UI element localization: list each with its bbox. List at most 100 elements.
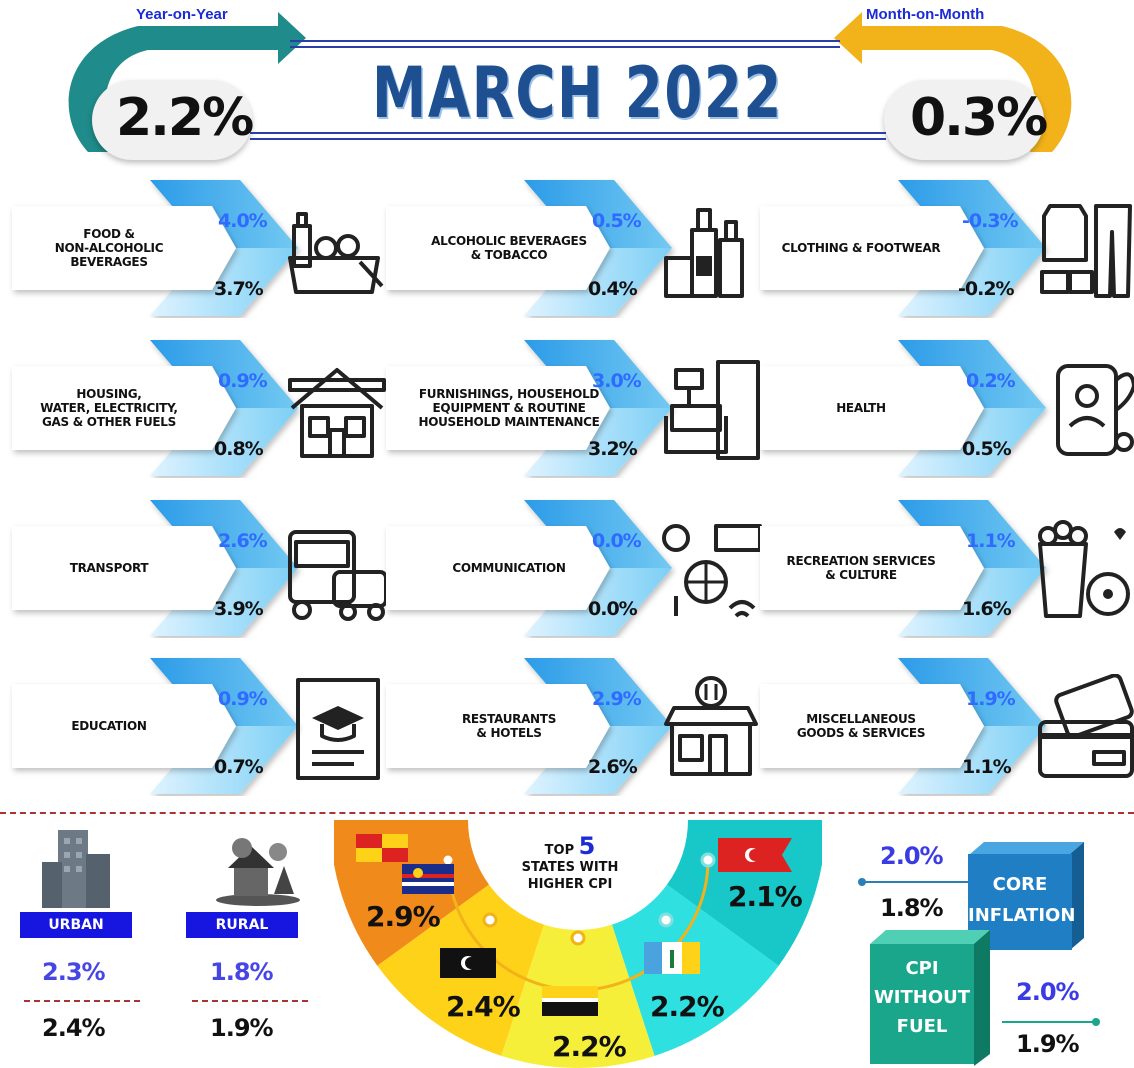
category-yoy-value: 0.9% [218, 370, 268, 392]
category-label-line: & TOBACCO [470, 248, 548, 262]
category-label-line: BEVERAGES [70, 255, 148, 269]
category-label: EDUCATION [14, 719, 204, 733]
urban-mom: 2.4% [42, 1014, 106, 1042]
rural-yoy: 1.8% [210, 958, 274, 986]
header-line-bottom [250, 132, 886, 140]
category-label-line: EQUIPMENT & ROUTINE [432, 401, 586, 415]
negeri-sembilan-flag-icon [542, 986, 598, 1016]
communication-icon [662, 524, 762, 618]
mom-value: 0.3% [910, 88, 1048, 148]
top-states-caption: TOP 5 STATES WITH HIGHER CPI [500, 834, 640, 893]
category-yoy-value: 4.0% [218, 210, 268, 232]
top-states-top: TOP [544, 843, 575, 858]
melaka-flag-icon [440, 948, 496, 978]
category-label-line: HOUSING, [76, 387, 142, 401]
core-inflation-label-2: INFLATION [968, 905, 1076, 926]
category-chevron [386, 180, 672, 316]
category-label: TRANSPORT [14, 561, 204, 575]
category-label-line: WATER, ELECTRICITY, [40, 401, 178, 415]
yoy-pill [92, 80, 252, 160]
rural-mom: 1.9% [210, 1014, 274, 1042]
category-label-line: FOOD & [83, 227, 135, 241]
mom-label: Month-on-Month [866, 6, 985, 23]
category-card: CLOTHING & FOOTWEAR -0.3% -0.2% [748, 176, 1132, 318]
category-chevron [12, 180, 298, 316]
category-label-line: HEALTH [836, 401, 886, 415]
bottles-icon [664, 208, 744, 298]
category-yoy-value: 0.9% [218, 688, 268, 710]
category-chevron [760, 500, 1046, 636]
sofa-icon [664, 360, 760, 460]
category-mom-value: 0.4% [588, 278, 638, 300]
category-yoy-value: 1.9% [966, 688, 1016, 710]
cpi-without-fuel-mom: 1.9% [1016, 1030, 1080, 1058]
category-mom-value: 3.9% [214, 598, 264, 620]
cpi-without-fuel-box: CPI WITHOUT FUEL [870, 944, 974, 1064]
restaurant-icon [664, 676, 758, 776]
cpi-without-fuel-cube [870, 930, 990, 1066]
category-label: CLOTHING & FOOTWEAR [766, 241, 956, 255]
top-states-number: 5 [578, 832, 596, 860]
cards-icon [1038, 674, 1134, 778]
category-chevron [12, 500, 298, 636]
state-arc-node [700, 852, 716, 868]
category-label-line: CLOTHING & FOOTWEAR [781, 241, 941, 255]
category-chevron [760, 340, 1046, 476]
category-mom-value: 2.6% [588, 756, 638, 778]
house-icon [288, 368, 386, 458]
category-mom-value: 3.7% [214, 278, 264, 300]
category-mom-value: -0.2% [958, 278, 1015, 300]
category-label-line: GOODS & SERVICES [796, 726, 926, 740]
cpi-without-fuel-label-2: WITHOUT [873, 987, 971, 1008]
category-chevron [386, 340, 672, 476]
category-yoy-value: 0.5% [592, 210, 642, 232]
urban-divider [24, 1000, 140, 1002]
category-yoy-value: 2.9% [592, 688, 642, 710]
mom-arrow [834, 12, 1072, 152]
category-mom-value: 3.2% [588, 438, 638, 460]
top-states-line3: HIGHER CPI [527, 877, 613, 892]
category-label-line: RECREATION SERVICES [786, 554, 936, 568]
category-label-line: HOUSEHOLD MAINTENANCE [418, 415, 600, 429]
cpi-without-fuel-label-3: FUEL [896, 1016, 948, 1037]
top-states-line2: STATES WITH [521, 860, 619, 875]
category-chevron [386, 658, 672, 794]
category-mom-value: 1.1% [962, 756, 1012, 778]
cpi-without-fuel-yoy: 2.0% [1016, 978, 1080, 1006]
yoy-label: Year-on-Year [136, 6, 228, 23]
core-inflation-mom: 1.8% [880, 894, 944, 922]
category-yoy-value: 2.6% [218, 530, 268, 552]
category-yoy-value: 3.0% [592, 370, 642, 392]
header-line-top [290, 40, 840, 48]
category-label-line: MISCELLANEOUS [806, 712, 916, 726]
category-yoy-value: 0.0% [592, 530, 642, 552]
core-inflation-label-1: CORE [992, 874, 1048, 895]
category-label: HEALTH [766, 401, 956, 415]
state-value-2: 2.4% [446, 990, 521, 1023]
category-yoy-value: -0.3% [962, 210, 1019, 232]
category-label-line: ALCOHOLIC BEVERAGES [431, 234, 587, 248]
category-label-line: EDUCATION [71, 719, 147, 733]
category-card: ALCOHOLIC BEVERAGES& TOBACCO 0.5% 0.4% [374, 176, 746, 318]
category-label-line: COMMUNICATION [452, 561, 566, 575]
category-mom-value: 1.6% [962, 598, 1012, 620]
state-arc-node [570, 930, 586, 946]
category-label-line: FURNISHINGS, HOUSEHOLD [418, 387, 600, 401]
penang-flag-icon [644, 942, 700, 974]
state-value-3: 2.2% [552, 1030, 627, 1063]
state-arc-node [658, 912, 674, 928]
state-value-5: 2.1% [728, 880, 803, 913]
state-arc-node [482, 912, 498, 928]
category-chevron [12, 658, 298, 794]
yoy-arrow [68, 12, 306, 152]
category-card: TRANSPORT 2.6% 3.9% [0, 496, 388, 638]
popcorn-film-icon [1038, 520, 1130, 618]
urban-yoy: 2.3% [42, 958, 106, 986]
category-label: COMMUNICATION [402, 561, 616, 575]
